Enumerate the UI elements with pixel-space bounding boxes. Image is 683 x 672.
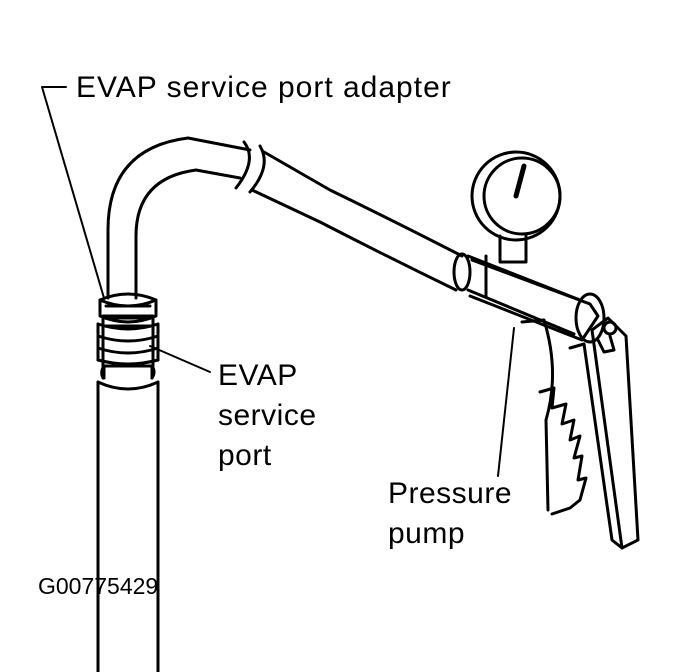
service-port-label-line-2: service bbox=[218, 399, 317, 432]
pump-lever bbox=[568, 316, 640, 550]
pressure-pump-label-line-2: pump bbox=[388, 517, 466, 550]
pressure-pump-body bbox=[452, 252, 606, 344]
service-port-label-line-1: EVAP bbox=[218, 359, 298, 392]
pressure-pump-label-line-1: Pressure bbox=[388, 477, 513, 510]
leader-lines bbox=[41, 86, 515, 477]
port-fitting bbox=[96, 316, 160, 368]
evap-service-port-pipe bbox=[96, 364, 160, 672]
hose bbox=[106, 136, 464, 300]
pump-grip bbox=[520, 318, 588, 516]
pressure-gauge bbox=[470, 150, 562, 264]
figure-id: G00775429 bbox=[38, 573, 159, 599]
service-port-adapter bbox=[98, 292, 158, 328]
service-port-label-line-3: port bbox=[218, 439, 272, 472]
adapter-label: EVAP service port adapter bbox=[76, 71, 452, 104]
